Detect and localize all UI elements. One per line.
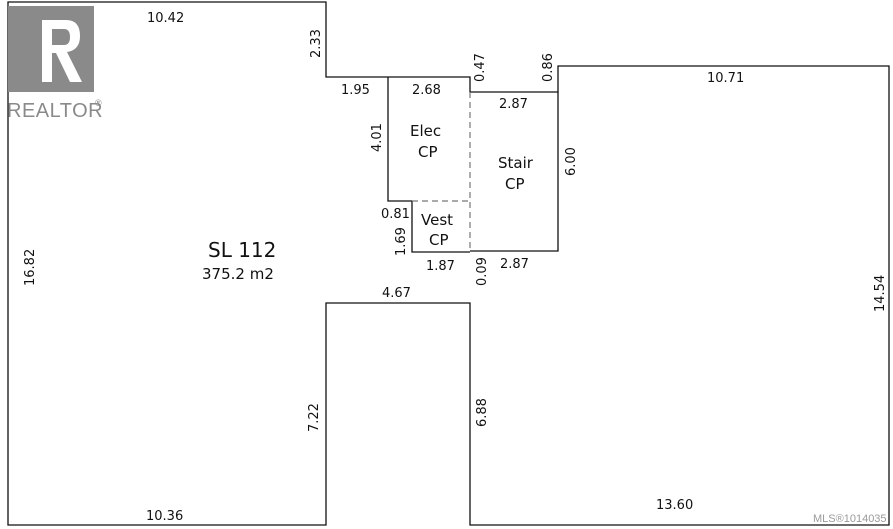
- dim-left-side: 16.82: [23, 249, 38, 286]
- dim-cut-left: 7.22: [307, 403, 322, 432]
- lot-name: SL 112: [208, 238, 276, 262]
- realtor-registered-mark: ®: [95, 98, 102, 108]
- stair-room-label: Stair: [498, 154, 534, 172]
- vest-room-label: Vest: [421, 211, 453, 229]
- realtor-r-icon: [42, 20, 82, 82]
- dim-top-left: 10.42: [147, 11, 184, 26]
- lot-area: 375.2 m2: [202, 265, 274, 283]
- realtor-logo: REALTOR ®: [7, 6, 103, 122]
- dim-right-side: 14.54: [873, 275, 888, 312]
- dim-bottom-left: 10.36: [146, 509, 183, 524]
- lot-boundary: [7, 1, 890, 526]
- elec-room-label: Elec: [410, 122, 441, 140]
- dim-notch-bottom: 1.95: [341, 83, 370, 98]
- dim-vest-left: 1.69: [394, 227, 409, 256]
- vest-room-sublabel: CP: [429, 231, 449, 249]
- elec-room-sublabel: CP: [418, 143, 438, 161]
- mls-number: MLS®1014035: [813, 513, 887, 525]
- dim-047: 0.47: [473, 53, 488, 82]
- dim-stair-top: 2.87: [499, 97, 528, 112]
- dim-086: 0.86: [541, 53, 556, 82]
- dim-elec-top: 2.68: [412, 83, 441, 98]
- dim-cut-right: 6.88: [475, 398, 490, 427]
- dim-009: 0.09: [475, 257, 490, 286]
- realtor-wordmark: REALTOR: [7, 100, 103, 122]
- stair-room-walls: [470, 92, 559, 252]
- stair-room-sublabel: CP: [505, 175, 525, 193]
- dim-stair-right: 6.00: [564, 147, 579, 176]
- dim-bottom-right: 13.60: [656, 498, 693, 513]
- dim-cut-top: 4.67: [382, 286, 411, 301]
- dim-elec-left: 4.01: [370, 123, 385, 152]
- dim-notch-top: 2.33: [309, 29, 324, 58]
- dim-vest-top: 0.81: [381, 207, 410, 222]
- dim-stair-bottom: 2.87: [500, 257, 529, 272]
- dim-right-top: 10.71: [707, 71, 744, 86]
- dim-vest-bottom: 1.87: [426, 259, 455, 274]
